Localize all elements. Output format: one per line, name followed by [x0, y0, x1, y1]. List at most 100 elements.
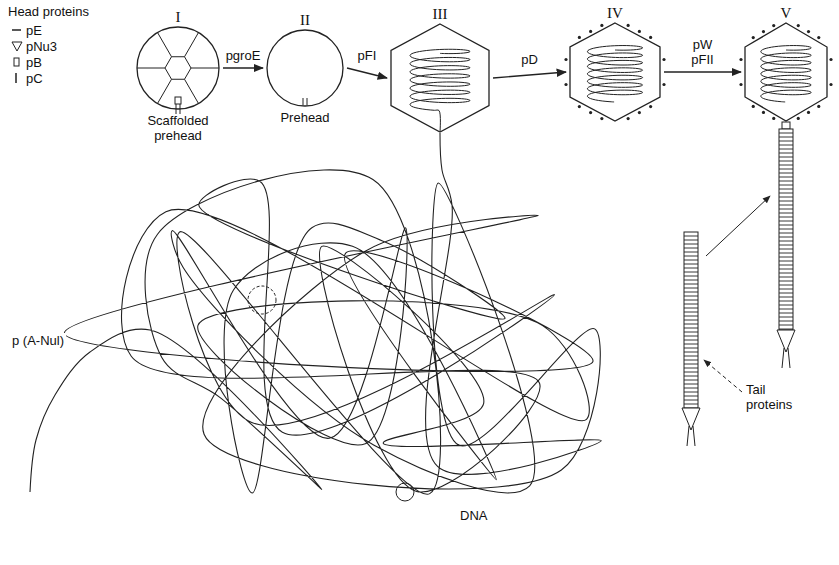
packaged-dna: [587, 46, 642, 102]
tail-part: [779, 153, 793, 154]
dashed-arrow: [704, 360, 742, 392]
capsid-drawing: [744, 22, 828, 122]
tail-part: [684, 312, 698, 313]
decoration-dot: [627, 117, 630, 120]
tail-part: [779, 225, 793, 226]
scaffold-spoke: [137, 68, 165, 69]
legend-symbol: [10, 40, 26, 52]
capsid-drawing: [136, 26, 220, 110]
tail-part: [684, 336, 698, 337]
tail-part: [693, 426, 695, 446]
decoration-dot: [752, 36, 755, 39]
decoration-dot: [817, 36, 820, 39]
tail-part: [779, 137, 793, 138]
tail-part: [779, 149, 793, 150]
tail-part: [779, 181, 793, 182]
capsid-outline: [137, 27, 219, 109]
legend-row: pNu3: [10, 38, 57, 54]
legend: pEpNu3pBpC: [10, 22, 57, 86]
tail-part: [779, 297, 793, 298]
tail-part: [684, 376, 698, 377]
tail-part: [684, 264, 698, 265]
tail-part: [779, 165, 793, 166]
tail-part: [684, 308, 698, 309]
assembly-arrow: [223, 67, 263, 68]
legend-symbol: [10, 56, 26, 68]
decoration-dot: [772, 24, 775, 27]
tail-part: [779, 249, 793, 250]
portal-symbol: [175, 97, 181, 104]
capsid-outline: [391, 24, 489, 132]
tail-part: [684, 260, 698, 261]
enzyme-label: pFI: [358, 48, 377, 63]
assembly-stage: III: [390, 5, 490, 133]
tail-part: [684, 340, 698, 341]
decoration-dot: [578, 105, 581, 108]
dna-strand: [30, 133, 601, 494]
tail-part: [779, 329, 793, 330]
legend-symbol-mark: [14, 58, 19, 66]
tail-part: [779, 129, 793, 330]
tail-part: [779, 321, 793, 322]
tail-part: [684, 360, 698, 361]
tail-part: [684, 372, 698, 373]
legend-text: pE: [26, 23, 42, 38]
tail-part: [779, 265, 793, 266]
tail-part: [779, 241, 793, 242]
packaged-dna: [761, 46, 811, 102]
tail-part: [779, 261, 793, 262]
decoration-dot: [638, 30, 641, 33]
tail-part: [779, 293, 793, 294]
tail-part: [684, 392, 698, 393]
tail-part: [684, 236, 698, 237]
tail-part: [779, 229, 793, 230]
tail-part: [684, 356, 698, 357]
decoration-dot: [600, 24, 603, 27]
tail-part: [684, 268, 698, 269]
decoration-dot: [627, 24, 630, 27]
decoration-dot: [829, 83, 832, 86]
decoration-dot: [589, 30, 592, 33]
tail-part: [684, 364, 698, 365]
stage-caption: Scaffolded prehead: [136, 113, 220, 143]
decoration-dot: [638, 111, 641, 114]
capsid-shape: [744, 22, 828, 122]
tail-part: [684, 404, 698, 405]
tail-part: [779, 197, 793, 198]
tail-part: [684, 248, 698, 249]
tail-part: [684, 284, 698, 285]
tail-part: [684, 304, 698, 305]
tail-part: [684, 272, 698, 273]
tail-part: [779, 213, 793, 214]
scaffold-spoke: [191, 68, 219, 69]
tail-part: [684, 316, 698, 317]
stage-numeral: II: [266, 11, 344, 29]
tail-part: [779, 313, 793, 314]
tail-part: [684, 368, 698, 369]
enzyme-label: pW pFII: [688, 37, 718, 67]
decoration-dot: [817, 105, 820, 108]
tail-part: [687, 426, 689, 446]
decoration-dot: [600, 117, 603, 120]
figure-label: DNA: [458, 508, 489, 523]
decoration-dot: [797, 117, 800, 120]
capsid-shape: [569, 22, 661, 122]
tail-part: [782, 348, 784, 368]
stage-caption: Prehead: [266, 110, 344, 125]
scaffold-spoke: [158, 32, 172, 56]
scaffold-core: [165, 57, 191, 80]
tail-part: [684, 380, 698, 381]
tail-part: [684, 388, 698, 389]
tail-part: [779, 205, 793, 206]
legend-symbol-mark: [12, 42, 22, 51]
tail-part: [779, 173, 793, 174]
portal-symbol: [303, 98, 304, 105]
legend-row: pB: [10, 54, 57, 70]
legend-symbol-mark: [15, 73, 17, 83]
tail-part: [779, 289, 793, 290]
decoration-dot: [649, 36, 652, 39]
legend-text: pB: [26, 55, 42, 70]
legend-row: pC: [10, 70, 57, 86]
tail-part: [684, 256, 698, 257]
decoration-dot: [662, 83, 665, 86]
